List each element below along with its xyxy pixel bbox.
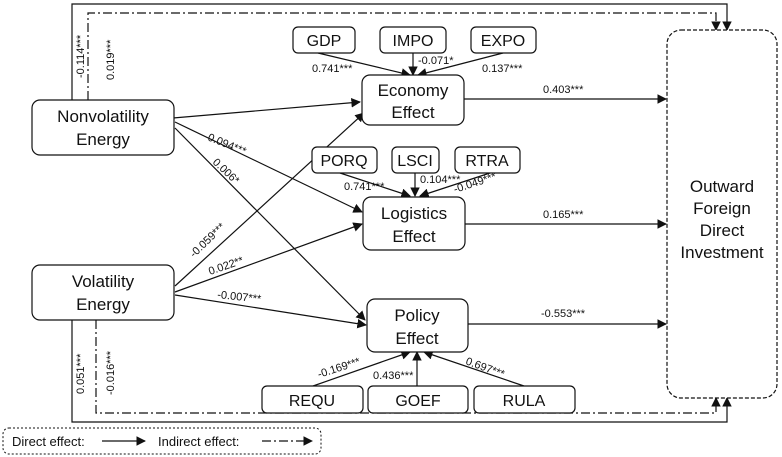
node-ofdi: Outward Foreign Direct Investment [666,29,778,399]
edge-expo-economy [417,52,504,78]
indicator-porq: PORQ [311,146,378,174]
coef-gdp-economy: 0.741*** [312,63,353,75]
indicator-label: IMPO [393,33,434,50]
indicator-label: EXPO [481,33,525,50]
legend-indirect-label: Indirect effect: [158,434,239,449]
edge-nonvol-economy [172,97,361,119]
indicator-label: REQU [289,393,335,410]
coef-nonvol-logistics: 0.094*** [206,132,249,159]
indicator-label: GDP [307,33,342,50]
edge-vol-policy [174,294,367,329]
indicator-label: RULA [503,393,546,410]
node-nonvolatility-energy: Nonvolatility Energy [31,99,175,156]
node-label-line2: Effect [392,227,435,246]
indicator-label: RTRA [465,153,509,170]
node-label-line1: Outward [690,177,754,196]
node-label-line2: Effect [395,329,438,348]
node-label-line1: Policy [394,306,440,325]
edge-nonvol-policy [174,127,366,321]
node-label-line2: Energy [76,295,130,314]
node-label-line2: Effect [391,103,434,122]
node-logistics-effect: Logistics Effect [362,196,466,251]
edge-vol-economy [174,112,365,287]
coef-nonvol-direct: -0.114*** [75,34,87,78]
edge-requ-policy [312,350,411,387]
coef-vol-direct: 0.051*** [75,353,87,394]
legend: Direct effect: Indirect effect: [2,427,322,455]
coef-vol-economy: -0.059*** [188,220,229,260]
edge-nonvol-direct [71,3,732,100]
indicator-label: PORQ [320,153,367,170]
coef-porq-logistics: 0.741*** [344,181,385,193]
node-label-line1: Volatility [72,272,135,291]
node-label-line1: Economy [378,81,449,100]
indicator-impo: IMPO [379,26,447,54]
node-label-line1: Nonvolatility [57,107,149,126]
coef-vol-indirect: -0.016*** [105,350,117,395]
indicator-rula: RULA [473,385,576,414]
node-label-line2: Energy [76,130,130,149]
coef-nonvol-indirect: 0.019*** [105,39,117,80]
coef-goef-policy: 0.436*** [373,370,414,382]
indicator-label: GOEF [395,393,441,410]
edge-nonvol-logistics [174,121,363,213]
coef-vol-logistics: 0.022** [207,255,246,278]
node-label-line1: Logistics [381,204,447,223]
coef-expo-economy: 0.137*** [482,63,523,75]
indicator-gdp: GDP [292,26,356,54]
coef-policy-ofdi: -0.553*** [541,308,586,320]
edge-rtra-logistics [419,172,491,198]
indicator-expo: EXPO [470,26,537,54]
node-policy-effect: Policy Effect [366,298,469,353]
coef-lsci-logistics: 0.104*** [420,174,461,186]
node-label-line3: Direct [700,221,745,240]
indicator-lsci: LSCI [391,146,440,174]
node-label-line4: Investment [680,243,763,262]
edge-gdp-economy [317,52,411,78]
coef-logistics-ofdi: 0.165*** [543,209,584,221]
legend-direct-label: Direct effect: [12,434,85,449]
coef-impo-economy: -0.071* [418,55,454,67]
coef-vol-policy: -0.007*** [217,289,263,306]
coef-nonvol-policy: 0.006* [210,156,242,187]
indicator-rtra: RTRA [454,146,521,174]
edge-rula-policy [423,350,525,387]
node-volatility-energy: Volatility Energy [31,264,175,321]
node-label-line2: Foreign [693,199,751,218]
node-economy-effect: Economy Effect [361,74,465,126]
coef-economy-ofdi: 0.403*** [543,84,584,96]
indicator-goef: GOEF [367,385,469,414]
edge-vol-direct [71,320,732,423]
edge-porq-logistics [339,172,411,198]
edge-vol-logistics [174,222,363,293]
coef-rula-policy: 0.697*** [464,356,507,381]
indicator-requ: REQU [261,385,364,414]
indicator-label: LSCI [397,153,433,170]
